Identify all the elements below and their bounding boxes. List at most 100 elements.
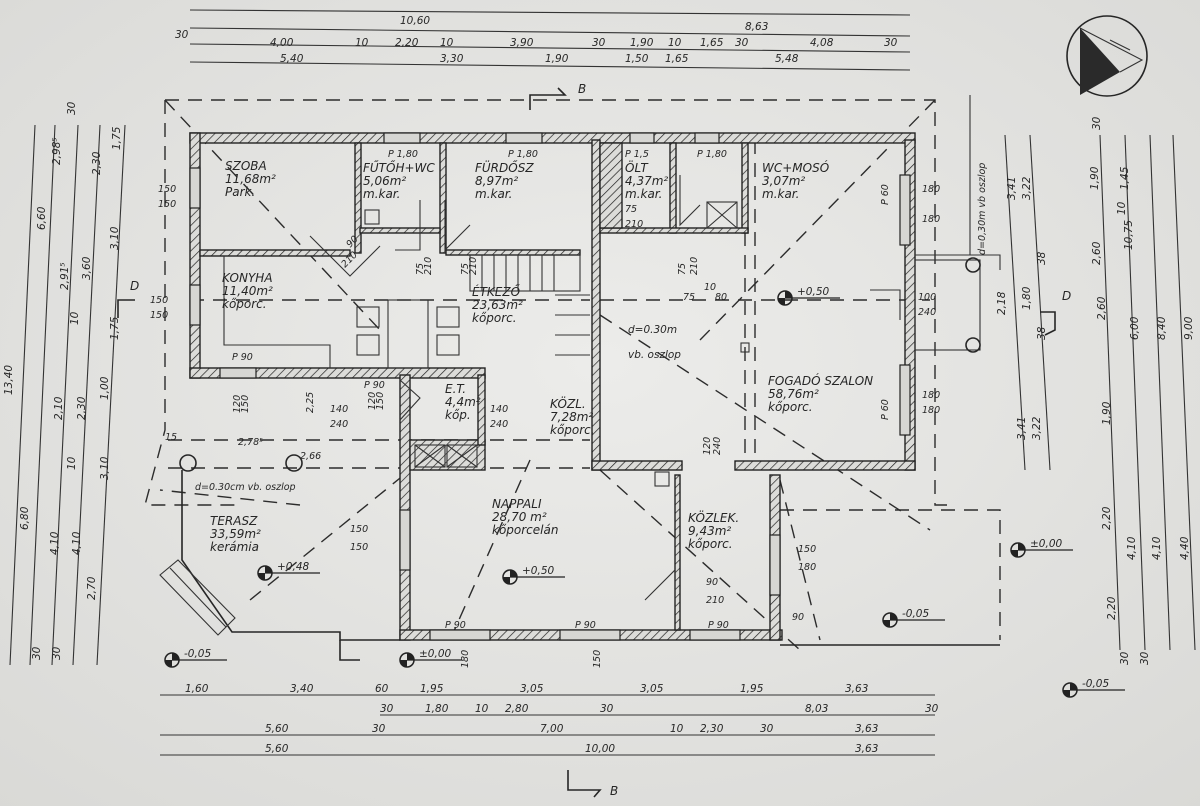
room-floor: kőporcelán xyxy=(492,523,558,537)
room-floor: kerámia xyxy=(210,540,259,554)
column-note: d=0.30cm vb. oszlop xyxy=(195,482,296,493)
dimension-label: 5,40 xyxy=(280,53,304,65)
opening-label: 150 xyxy=(592,650,603,668)
room-floor: m.kar. xyxy=(363,187,400,201)
door-swings xyxy=(309,175,901,601)
opening-label: 75 xyxy=(625,204,637,215)
room-name: FŰTŐH+WC xyxy=(363,160,435,175)
opening-label: P 1,80 xyxy=(508,149,538,160)
opening-label: 120 xyxy=(367,392,378,410)
column-note: d=0,30m vb oszlop xyxy=(977,163,988,255)
level-value: -0,05 xyxy=(184,648,211,660)
opening-label: 240 xyxy=(490,419,508,430)
opening-label: P 90 xyxy=(364,380,385,391)
dimension-label: 30 xyxy=(66,101,78,115)
opening-label: 2,25 xyxy=(305,392,316,413)
dimension-label: 4,00 xyxy=(270,37,294,49)
opening-label: P 60 xyxy=(880,399,891,420)
dimension-label: 3,90 xyxy=(510,37,534,49)
level-marker-icon xyxy=(882,612,945,628)
north-arrow-icon xyxy=(1066,15,1148,97)
room-name: FOGADÓ SZALON xyxy=(768,373,873,388)
room-name: KONYHA xyxy=(222,271,273,285)
opening-label: 150 xyxy=(150,295,168,306)
opening-label: P 1,5 xyxy=(625,149,649,160)
opening-label: 180 xyxy=(922,390,940,401)
room-floor: kőporc. xyxy=(222,297,267,311)
room-name: NAPPALI xyxy=(492,497,542,511)
dimension-lines xyxy=(9,9,1196,756)
dimension-label: 2,20 xyxy=(1101,506,1113,530)
dimension-label: 1,90 xyxy=(545,53,569,65)
level-value: ±0,00 xyxy=(1030,538,1062,550)
section-mark-label: D xyxy=(1062,289,1071,303)
opening-label: 150 xyxy=(350,542,368,553)
dimension-label: 30 xyxy=(380,703,394,715)
roof-outline xyxy=(144,99,1001,651)
dimension-label: 8,40 xyxy=(1156,316,1168,340)
dimension-label: 30 xyxy=(925,703,939,715)
dimension-label: 10 xyxy=(355,37,369,49)
dimension-label: 6,80 xyxy=(19,506,31,530)
room-floor: kőp. xyxy=(445,408,471,422)
opening-label: 180 xyxy=(922,214,940,225)
room-floor: kőporc. xyxy=(550,423,595,437)
dimension-label: 3,10 xyxy=(109,226,121,250)
dimension-label: 30 xyxy=(884,37,898,49)
opening-label: 120 xyxy=(702,437,713,455)
opening-label: 150 xyxy=(240,395,251,413)
level-marker-icon xyxy=(1062,682,1125,698)
opening-label: P 90 xyxy=(445,620,466,631)
opening-label: P 60 xyxy=(880,184,891,205)
room-floor: m.kar. xyxy=(475,187,512,201)
dining-table xyxy=(356,299,460,369)
stairs xyxy=(469,254,590,356)
dimension-label: 2,18 xyxy=(996,291,1008,315)
dimension-label: 30 xyxy=(1119,651,1131,665)
level-marker-icon xyxy=(399,652,462,668)
dimension-label: 3,05 xyxy=(640,683,664,695)
opening-label: 240 xyxy=(330,419,348,430)
room-area: 3,07m² xyxy=(762,174,805,188)
opening-label: 80 xyxy=(715,292,727,303)
dimension-label: 1,45 xyxy=(1119,166,1131,190)
opening-label: 90 xyxy=(706,577,718,588)
opening-label: 10 xyxy=(704,282,716,293)
dimension-label: 8,03 xyxy=(805,703,828,715)
dimension-label: 3,22 xyxy=(1031,416,1043,440)
dimension-label: 4,10 xyxy=(1151,536,1163,560)
dimension-label: 3,30 xyxy=(440,53,464,65)
dimension-label: 1,65 xyxy=(665,53,689,65)
dimension-label: 9,00 xyxy=(1183,316,1195,340)
level-marker-icon xyxy=(257,565,320,581)
dimension-label: 1,95 xyxy=(740,683,764,695)
level-value: +0,48 xyxy=(277,561,309,573)
dimension-label: 6,00 xyxy=(1129,316,1141,340)
dimension-label: 7,00 xyxy=(540,723,564,735)
level-value: -0,05 xyxy=(1082,678,1109,690)
dimension-label: 3,60 xyxy=(81,256,93,280)
room-area: 5,06m² xyxy=(363,174,406,188)
room-floor: m.kar. xyxy=(625,187,662,201)
opening-label: 120 xyxy=(232,395,243,413)
dimension-label: 10,00 xyxy=(585,743,615,755)
column-note: vb. oszlop xyxy=(628,349,681,361)
opening-label: 240 xyxy=(918,307,936,318)
dimension-label: 6,60 xyxy=(36,206,48,230)
room-area: 7,28m² xyxy=(550,410,593,424)
opening-label: 140 xyxy=(490,404,508,415)
dimension-label: 3,22 xyxy=(1021,176,1033,200)
opening-label: 180 xyxy=(798,562,816,573)
section-cut-marks xyxy=(117,87,1056,798)
dimension-label: 3,41 xyxy=(1006,177,1018,200)
dimension-label: 38 xyxy=(1036,326,1048,340)
dimension-label: 1,50 xyxy=(625,53,649,65)
dimension-label: 2,60 xyxy=(1091,241,1103,265)
opening-label: 2,66 xyxy=(300,451,321,462)
opening-label: 180 xyxy=(460,650,471,668)
opening-label: 150 xyxy=(158,184,176,195)
dimension-label: 1,75 xyxy=(111,126,123,150)
room-name: KÖZL. xyxy=(550,395,586,411)
level-marker-icon xyxy=(777,290,840,306)
dimension-label: 10 xyxy=(475,703,489,715)
